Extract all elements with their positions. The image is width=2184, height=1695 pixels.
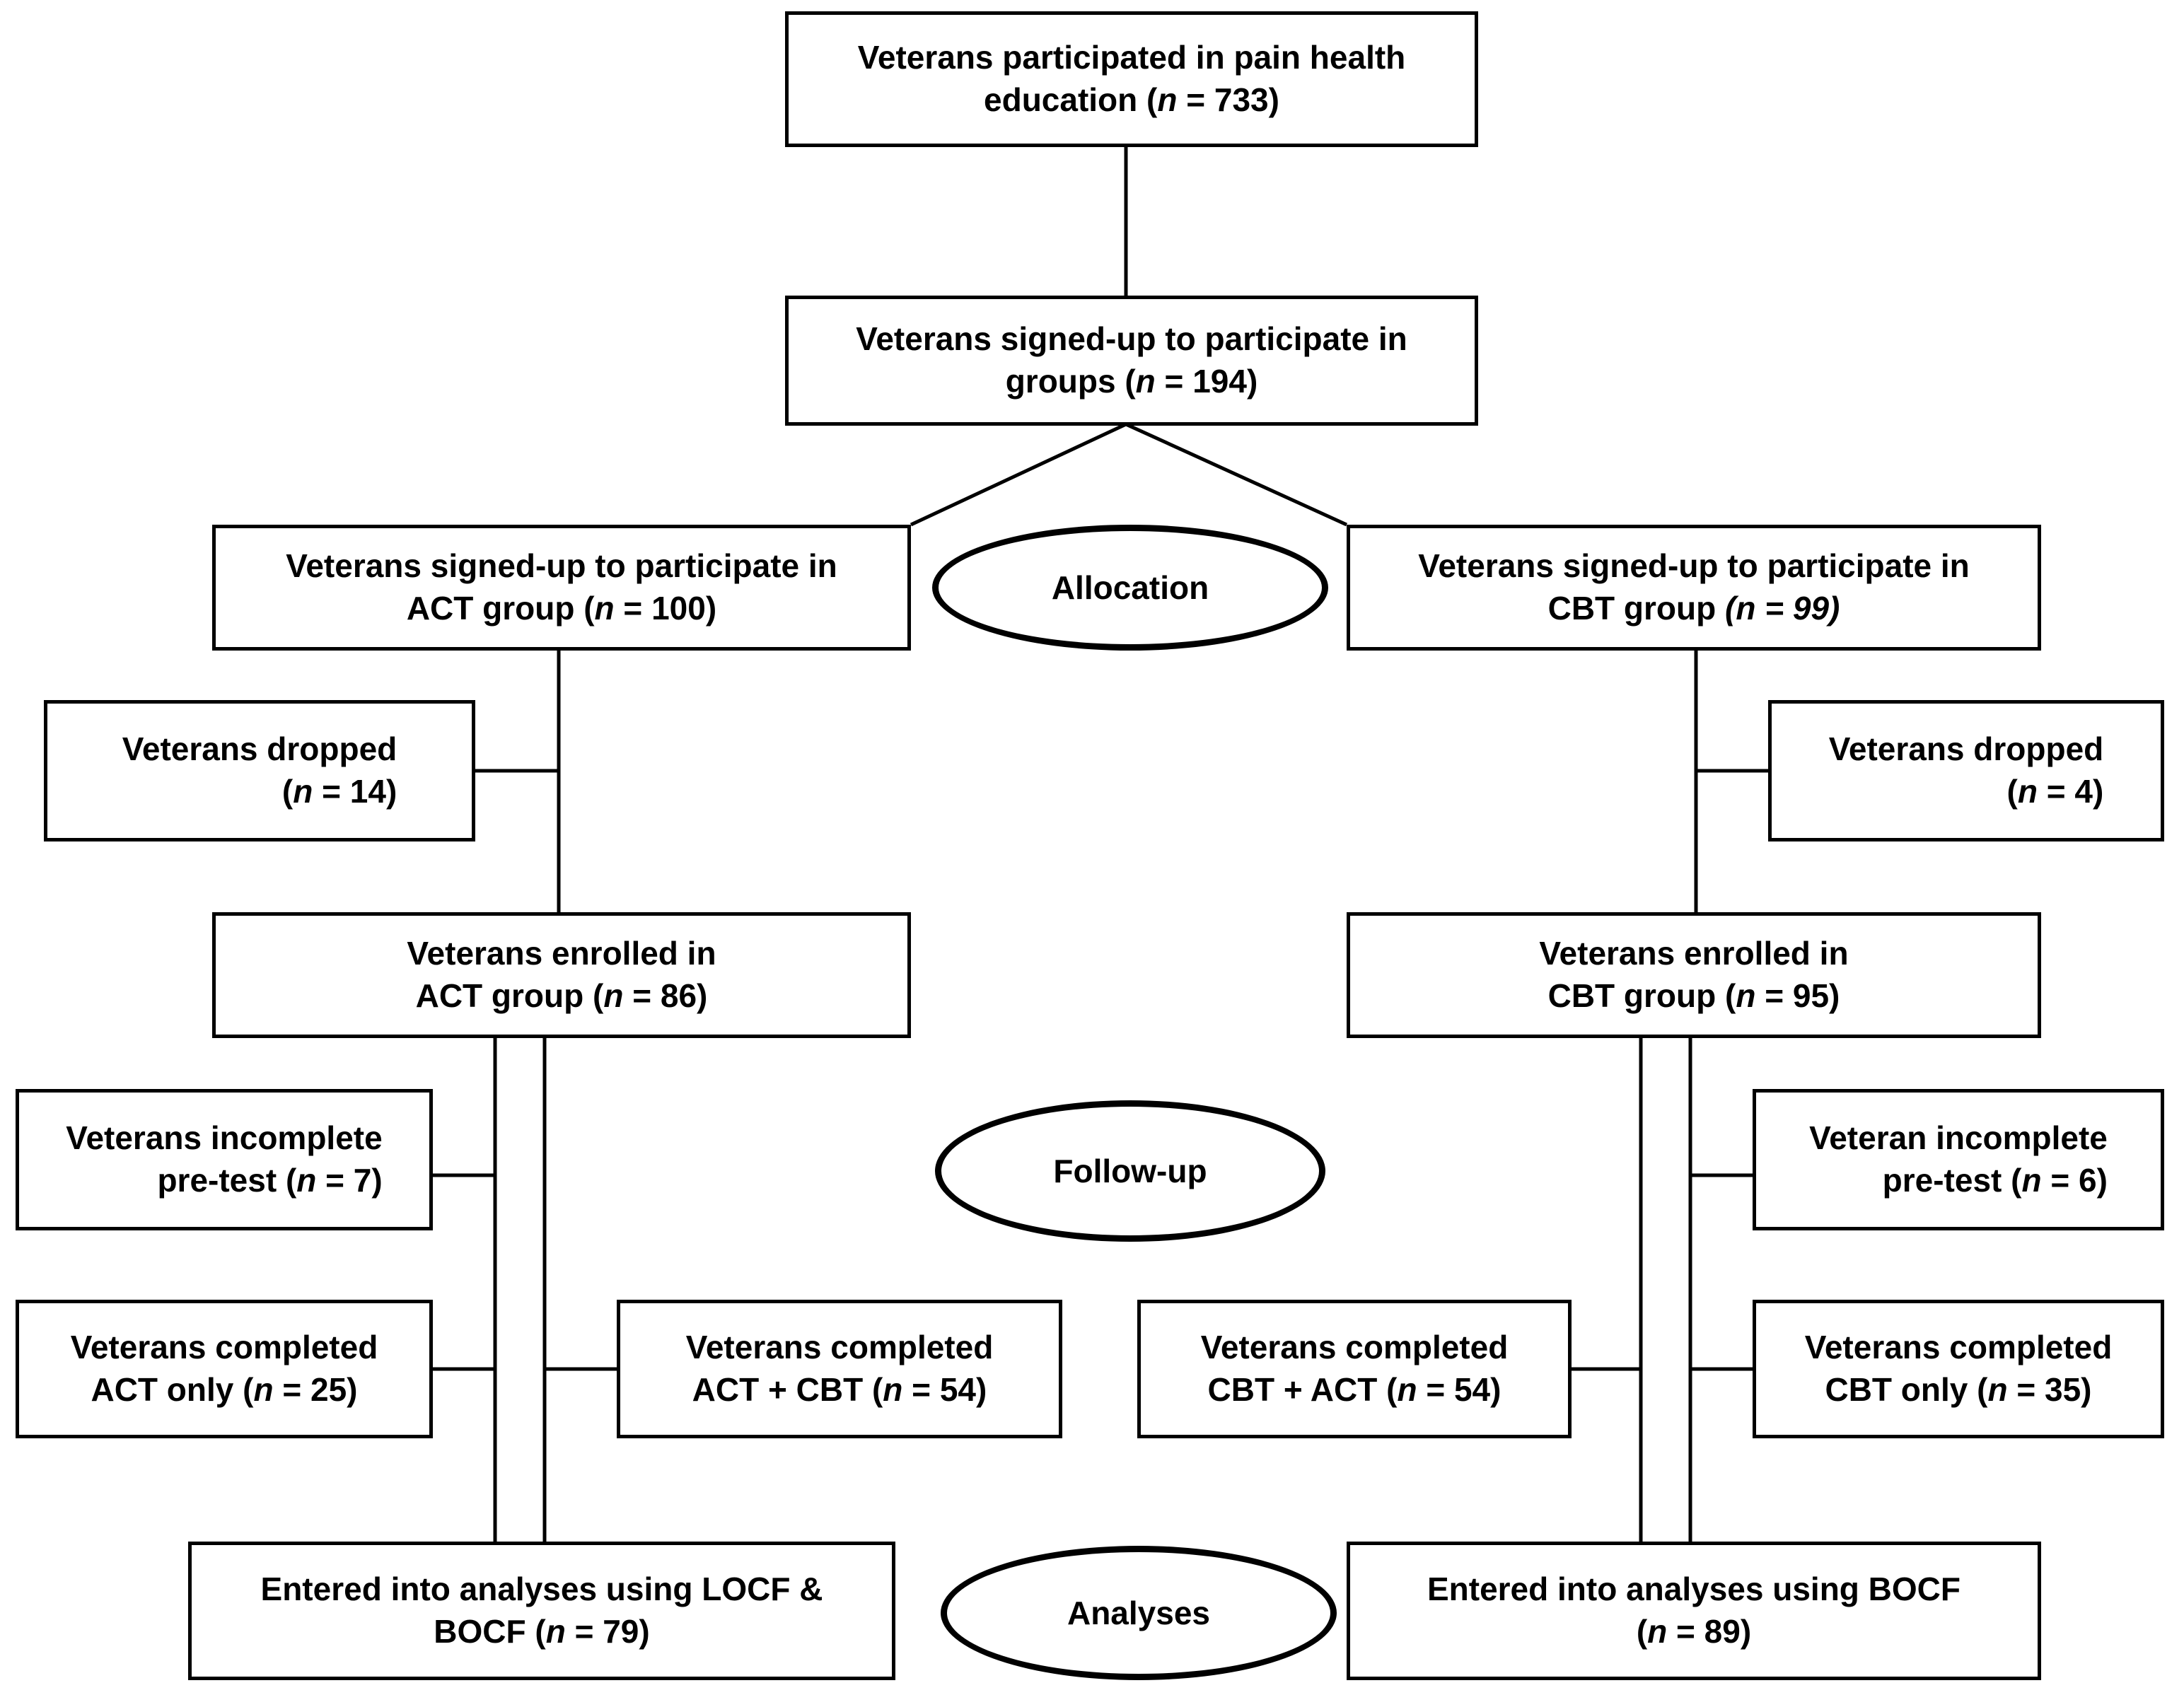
node-act-analyses: Entered into analyses using LOCF &BOCF (… [188, 1542, 895, 1680]
stage-label-analyses-text: Analyses [1067, 1595, 1210, 1631]
node-cbt-analyses: Entered into analyses using BOCF(n = 89) [1347, 1542, 2041, 1680]
node-act-analyses-label: Entered into analyses using LOCF &BOCF (… [260, 1571, 823, 1650]
stage-label-allocation: Allocation [932, 525, 1328, 651]
stage-label-analyses: Analyses [941, 1546, 1337, 1680]
node-act-dropped-label: Veterans dropped(n = 14) [122, 730, 397, 810]
node-cbt-analyses-label: Entered into analyses using BOCF(n = 89) [1427, 1571, 1961, 1650]
stage-label-follow-up: Follow-up [935, 1100, 1325, 1242]
node-cbt-dropped: Veterans dropped(n = 4) [1768, 700, 2164, 841]
node-act-dropped: Veterans dropped(n = 14) [44, 700, 475, 841]
stage-label-allocation-text: Allocation [1051, 569, 1209, 606]
stage-label-follow-up-text: Follow-up [1053, 1153, 1207, 1189]
node-cbt-dropped-label: Veterans dropped(n = 4) [1828, 730, 2104, 810]
